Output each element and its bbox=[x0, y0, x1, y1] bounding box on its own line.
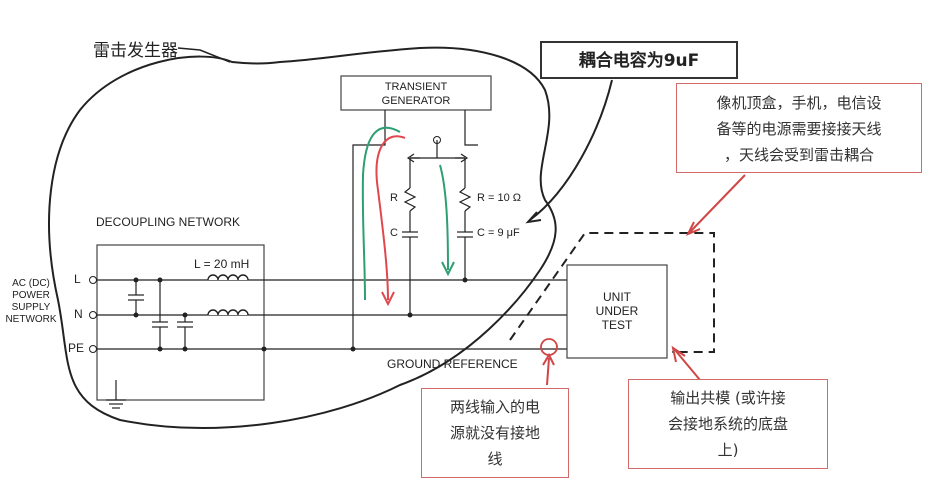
common-mode-note-arrow bbox=[674, 349, 701, 381]
unit-under-test-label: UNIT UNDER TEST bbox=[595, 290, 639, 332]
inductor-value-label: L = 20 mH bbox=[194, 257, 250, 271]
generator-boundary bbox=[48, 46, 557, 429]
unit-under-test-box bbox=[566, 264, 668, 359]
rc-branch-left bbox=[402, 158, 418, 315]
common-mode-note-arrowhead bbox=[671, 345, 686, 363]
terminal-PE-left bbox=[89, 345, 97, 353]
cap-callout-arrowhead bbox=[525, 211, 542, 224]
two-wire-note: 两线输入的电 源就没有接地 线 bbox=[421, 388, 569, 478]
inductor-N bbox=[207, 309, 249, 316]
two-wire-note-arrowhead bbox=[542, 352, 555, 366]
c-label: C bbox=[390, 227, 398, 239]
arrow-right bbox=[455, 153, 469, 163]
ground-reference-label: GROUND REFERENCE bbox=[387, 357, 518, 371]
antenna-note-arrowhead bbox=[685, 221, 701, 236]
ground-reference-marker bbox=[540, 338, 558, 356]
generator-title: 雷击发生器 bbox=[93, 41, 178, 61]
antenna-dashed-path bbox=[509, 232, 715, 353]
green-current-path-right bbox=[439, 164, 449, 271]
coupling-cap-note: 耦合电容为9uF bbox=[540, 41, 738, 79]
arrow-left bbox=[406, 153, 420, 163]
red-arrow-head bbox=[381, 291, 395, 307]
r-label: R bbox=[390, 192, 398, 204]
r-value-label: R = 10 Ω bbox=[477, 192, 521, 204]
generator-output-right bbox=[464, 110, 478, 146]
terminal-L-label: L bbox=[74, 272, 81, 286]
green-arrow-head bbox=[441, 261, 455, 277]
cap-callout-arrow bbox=[529, 79, 613, 221]
antenna-note-arrow bbox=[689, 174, 746, 233]
c-value-label: C = 9 μF bbox=[477, 227, 520, 239]
terminal-N-left bbox=[89, 311, 97, 319]
two-wire-note-arrow bbox=[546, 357, 550, 386]
generator-output-frame bbox=[352, 110, 386, 349]
terminal-PE-label: PE bbox=[68, 341, 85, 355]
ground-symbol bbox=[106, 380, 126, 409]
terminal-N-label: N bbox=[74, 307, 83, 321]
green-current-path bbox=[361, 126, 401, 301]
decoupling-network-label: DECOUPLING NETWORK bbox=[96, 215, 241, 229]
terminal-L-left bbox=[89, 276, 97, 284]
antenna-note: 像机顶盒，手机，电信设 备等的电源需要接接天线 ，天线会受到雷击耦合 bbox=[676, 83, 922, 173]
decoupling-network-box bbox=[96, 244, 265, 401]
rc-branch-right bbox=[457, 158, 473, 280]
inductor-L bbox=[207, 274, 249, 281]
red-current-path bbox=[375, 135, 406, 301]
transient-generator-frame bbox=[340, 75, 492, 111]
power-source-label: AC (DC) POWER SUPPLY NETWORK bbox=[5, 278, 57, 325]
title-pointer bbox=[177, 47, 231, 63]
common-mode-note: 输出共模 (或许接 会接地系统的底盘 上) bbox=[628, 379, 828, 469]
junction-dots bbox=[133, 277, 468, 352]
transient-generator-label: TRANSIENT GENERATOR bbox=[381, 81, 451, 107]
